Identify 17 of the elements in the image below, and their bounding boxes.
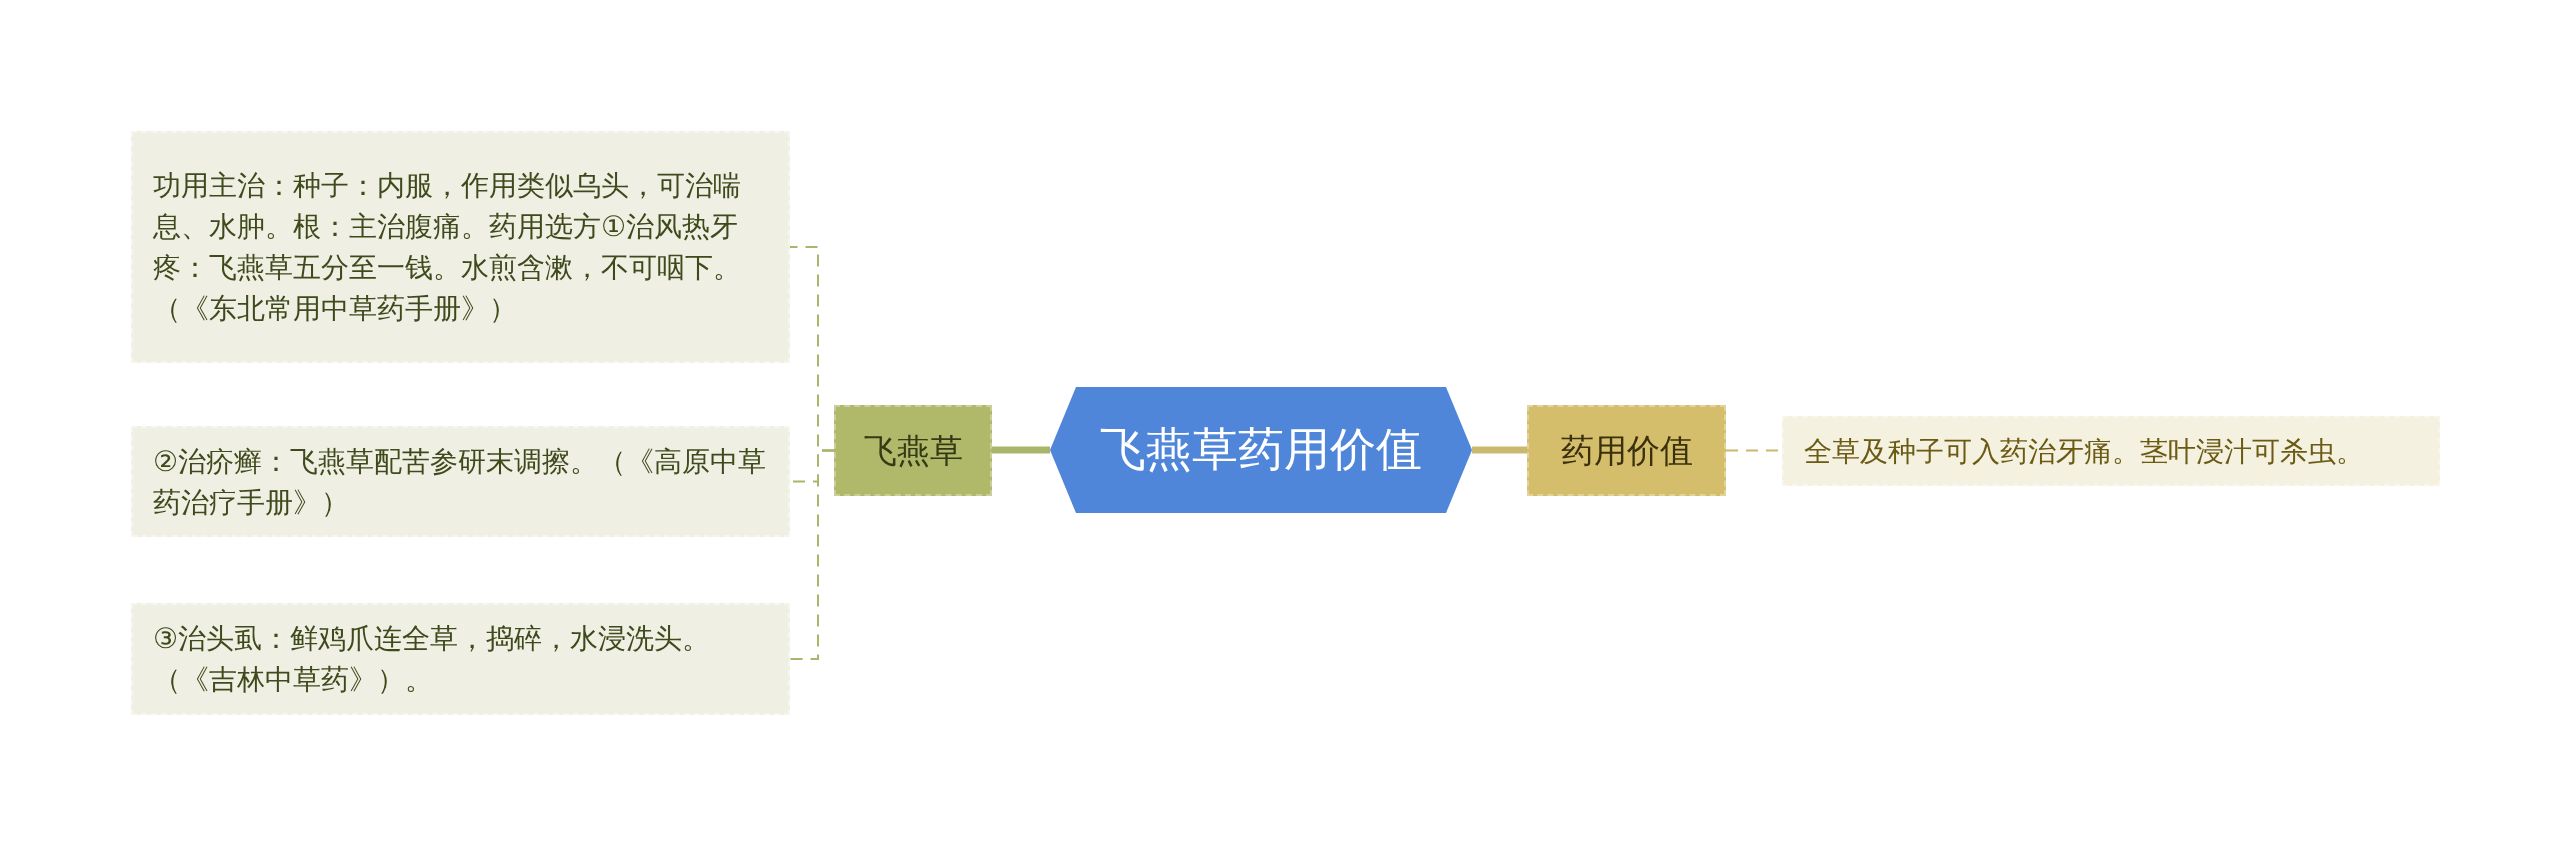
- note-box: [131, 603, 790, 715]
- note-text: 功用主治：种子：内服，作用类似乌头，可治喘息、水肿。根：主治腹痛。药用选方①治风热牙疼：飞燕草五分至一钱。水煎含漱，不可咽下。（《东北常用中草药手册》）: [153, 168, 742, 327]
- connector-line: [1472, 446, 1527, 454]
- note-box: [131, 131, 790, 363]
- connector-line: [992, 446, 1050, 454]
- note-text: ③治头虱：鲜鸡爪连全草，捣碎，水浸洗头。（《吉林中草药》）。: [153, 621, 712, 698]
- topic-title: 飞燕草药用价值: [1100, 422, 1422, 478]
- branch-label: 药用价值: [1560, 430, 1693, 471]
- note-box: [131, 426, 790, 537]
- branch-box: [834, 405, 992, 496]
- note-text: ②治疥癣：飞燕草配苦参研末调擦。（《高原中草药治疗手册》）: [153, 443, 768, 521]
- topic-hexagon: [1050, 387, 1472, 513]
- branch-box: [1527, 405, 1726, 496]
- branch-label: 飞燕草: [863, 430, 963, 471]
- note-box: [1782, 416, 2440, 486]
- note-text: 全草及种子可入药治牙痛。茎叶浸汁可杀虫。: [1804, 433, 2364, 470]
- connector-line: [789, 449, 835, 660]
